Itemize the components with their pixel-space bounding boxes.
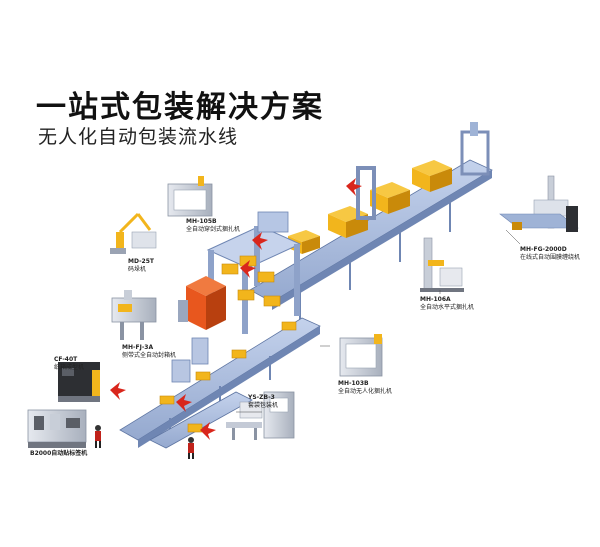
label-mhfj3a: MH-FJ-3A 侧带式全自动封箱机 xyxy=(122,344,176,359)
label-mh103b-name: 全自动无人化捆扎机 xyxy=(338,387,393,395)
page-subtitle: 无人化自动包装流水线 xyxy=(38,126,239,148)
label-mhfg2000d-name: 在线式自动围膜缠绕机 xyxy=(520,253,581,261)
machine-mh105b-image xyxy=(167,176,213,217)
label-cf40t: CF-40T 纸箱成型机 xyxy=(54,356,84,371)
label-yszb3-name: 套袋包装机 xyxy=(248,401,279,409)
label-mhfj3a-model: MH-FJ-3A xyxy=(122,344,154,351)
flow-arrows xyxy=(110,178,362,440)
strapping-frame xyxy=(356,166,376,220)
label-md25t: MD-25T 码垛机 xyxy=(128,258,154,273)
label-b2000-model: B2000自动贴标签机 xyxy=(30,450,88,457)
machine-b2000-image xyxy=(27,409,87,448)
label-mh105b: MH-105B 全自动穿剑式捆扎机 xyxy=(186,218,240,233)
label-md25t-name: 码垛机 xyxy=(128,265,147,273)
machine-md25t-image xyxy=(110,212,157,254)
machine-mhfg2000d-image xyxy=(499,175,579,232)
leader-lines xyxy=(236,229,521,413)
conveyor-bottom xyxy=(149,391,253,449)
machine-cf40t-image xyxy=(58,362,100,402)
label-mh105b-model: MH-105B xyxy=(186,218,217,225)
palletizer-cell xyxy=(206,211,302,334)
label-cf40t-model: CF-40T xyxy=(54,356,78,363)
inline-sealer xyxy=(171,337,209,383)
label-mh106a: MH-106A 全自动水平式捆扎机 xyxy=(420,296,474,311)
label-mhfg2000d-model: MH-FG-2000D xyxy=(520,246,567,253)
conveyor-upper xyxy=(249,159,493,320)
conveyor-lower xyxy=(119,317,321,448)
machine-mhfj3a-image xyxy=(111,290,157,340)
label-mhfg2000d: MH-FG-2000D 在线式自动围膜缠绕机 xyxy=(520,246,580,261)
label-mh105b-name: 全自动穿剑式捆扎机 xyxy=(186,225,241,233)
label-mh103b-model: MH-103B xyxy=(338,380,369,387)
label-yszb3-model: YS-ZB-3 xyxy=(248,394,275,401)
label-mh106a-model: MH-106A xyxy=(420,296,451,303)
workers xyxy=(95,425,194,459)
orange-wrapping-machine xyxy=(178,276,226,330)
label-md25t-model: MD-25T xyxy=(128,258,154,265)
label-mh106a-name: 全自动水平式捆扎机 xyxy=(420,303,475,311)
label-mhfj3a-name: 侧带式全自动封箱机 xyxy=(122,351,177,359)
machine-yszb3-image xyxy=(226,391,295,440)
label-cf40t-name: 纸箱成型机 xyxy=(54,363,85,371)
page-title: 一站式包装解决方案 xyxy=(36,90,324,125)
machine-mh106a-image xyxy=(420,237,464,292)
label-b2000: B2000自动贴标签机 xyxy=(30,450,87,458)
line-end-frame xyxy=(460,122,490,176)
machine-mh103b-image xyxy=(339,334,383,377)
label-mh103b: MH-103B 全自动无人化捆扎机 xyxy=(338,380,392,395)
label-yszb3: YS-ZB-3 套袋包装机 xyxy=(248,394,278,409)
